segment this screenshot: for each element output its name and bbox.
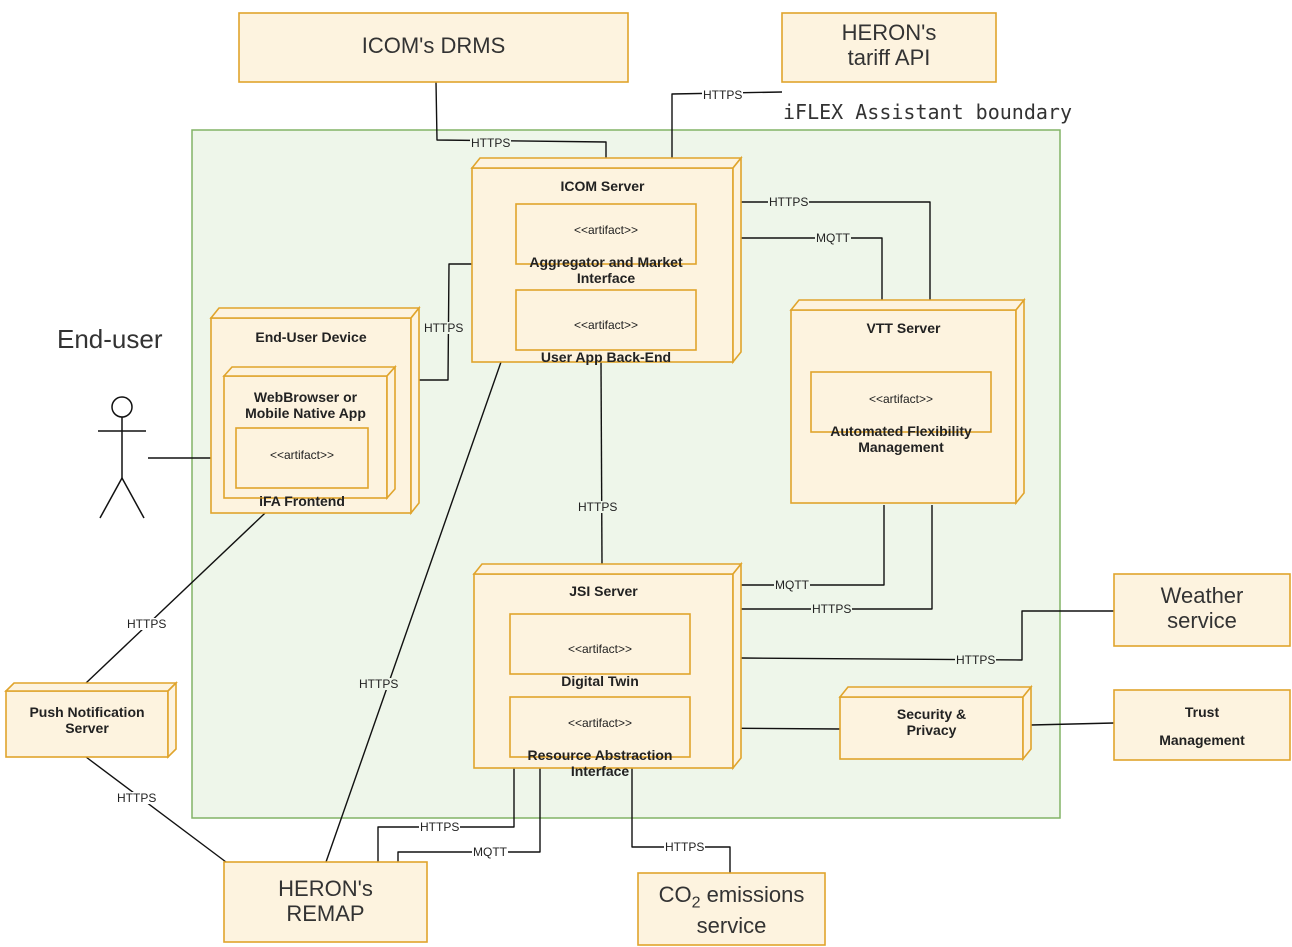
conn-label-drms-icom: HTTPS xyxy=(470,136,512,150)
flex-stereotype: <<artifact>> xyxy=(868,392,934,407)
conn-label-jsi-weather: HTTPS xyxy=(955,653,997,667)
end-user-device-title: End-User Device xyxy=(255,329,367,345)
end-user-label: End-user xyxy=(57,324,163,354)
push-node xyxy=(4,681,178,759)
conn-label-device-push: HTTPS xyxy=(126,617,168,631)
jsi-server-title: JSI Server xyxy=(569,583,638,599)
conn-label-device-icom: HTTPS xyxy=(423,321,465,335)
conn-label-jsi-vtt-https: HTTPS xyxy=(811,602,853,616)
weather-box xyxy=(1113,573,1291,647)
automated-flex-label: <<artifact>> Automated Flexibility Manag… xyxy=(811,377,991,455)
conn-label-remap-icom: HTTPS xyxy=(358,677,400,691)
rai-name: Resource Abstraction Interface xyxy=(527,746,673,780)
frontend-name: iFA Frontend xyxy=(259,492,345,509)
conn-label-tariff-icom: HTTPS xyxy=(702,88,744,102)
security-title: Security & Privacy xyxy=(896,706,967,739)
conn-label-remap-jsi-mqtt: MQTT xyxy=(472,845,508,859)
line-push-remap xyxy=(85,756,227,863)
heron-tariff-box xyxy=(781,12,997,83)
push-title: Push Notification Server xyxy=(29,704,145,737)
digital-twin-artifact xyxy=(509,613,691,675)
icom-drms-box xyxy=(238,12,629,83)
co2-box xyxy=(637,872,826,946)
ifa-frontend-artifact xyxy=(235,427,369,489)
co2-subscript: 2 xyxy=(691,894,701,912)
aggregator-stereotype: <<artifact>> xyxy=(573,223,639,238)
line-icom-vtt-mqtt xyxy=(741,237,883,300)
trust-box xyxy=(1113,689,1291,761)
conn-label-push-remap: HTTPS xyxy=(116,791,158,805)
vtt-server-title: VTT Server xyxy=(866,320,941,336)
user-app-backend-artifact xyxy=(515,289,697,351)
security-node xyxy=(838,684,1033,762)
line-remap-icom xyxy=(325,321,516,863)
aggregator-name: Aggregator and Market Interface xyxy=(529,253,683,287)
trust-label: Trust Management xyxy=(1159,704,1245,748)
ifa-frontend-label: <<artifact>> iFA Frontend xyxy=(236,433,368,525)
twin-stereotype: <<artifact>> xyxy=(567,642,633,657)
end-user-actor xyxy=(98,396,146,519)
twin-name: Digital Twin xyxy=(561,672,639,689)
icom-drms-label: ICOM's DRMS xyxy=(361,33,506,58)
line-jsi-vtt-https xyxy=(741,505,933,610)
frontend-stereotype: <<artifact>> xyxy=(269,448,335,463)
line-icom-jsi xyxy=(600,361,603,565)
digital-twin-label: <<artifact>> Digital Twin xyxy=(510,627,690,689)
conn-label-jsi-co2: HTTPS xyxy=(664,840,706,854)
resource-abstraction-label: <<artifact>> Resource Abstraction Interf… xyxy=(510,701,690,779)
co2-label: CO2 emissions service xyxy=(638,882,825,938)
heron-remap-box xyxy=(223,861,428,943)
boundary-label: iFLEX Assistant boundary xyxy=(783,100,1072,124)
line-jsi-weather xyxy=(740,610,1114,661)
icom-server-title: ICOM Server xyxy=(560,178,645,194)
line-security-trust xyxy=(1030,722,1115,726)
co2-prefix: CO xyxy=(658,882,692,907)
automated-flex-artifact xyxy=(810,371,992,433)
rai-stereotype: <<artifact>> xyxy=(567,716,633,731)
co2-suffix: emissions service xyxy=(696,882,805,938)
conn-label-icom-vtt-https: HTTPS xyxy=(768,195,810,209)
line-remap-jsi-mqtt xyxy=(397,768,541,862)
flex-name: Automated Flexibility Management xyxy=(830,422,972,456)
line-tariff-icom xyxy=(671,91,783,158)
heron-remap-label: HERON's REMAP xyxy=(278,876,373,927)
browser-title: WebBrowser or Mobile Native App xyxy=(245,389,366,422)
backend-stereotype: <<artifact>> xyxy=(573,318,639,333)
aggregator-artifact xyxy=(515,203,697,265)
conn-label-icom-jsi: HTTPS xyxy=(577,500,619,514)
aggregator-label: <<artifact>> Aggregator and Market Inter… xyxy=(516,208,696,286)
conn-label-remap-jsi-https: HTTPS xyxy=(419,820,461,834)
user-app-backend-label: <<artifact>> User App Back-End xyxy=(516,303,696,365)
heron-tariff-label: HERON's tariff API xyxy=(841,20,937,71)
conn-label-jsi-vtt-mqtt: MQTT xyxy=(774,578,810,592)
resource-abstraction-artifact xyxy=(509,696,691,758)
line-drms-icom xyxy=(435,81,607,160)
weather-label: Weather service xyxy=(1160,583,1244,634)
backend-name: User App Back-End xyxy=(540,348,672,365)
conn-label-icom-vtt-mqtt: MQTT xyxy=(815,231,851,245)
